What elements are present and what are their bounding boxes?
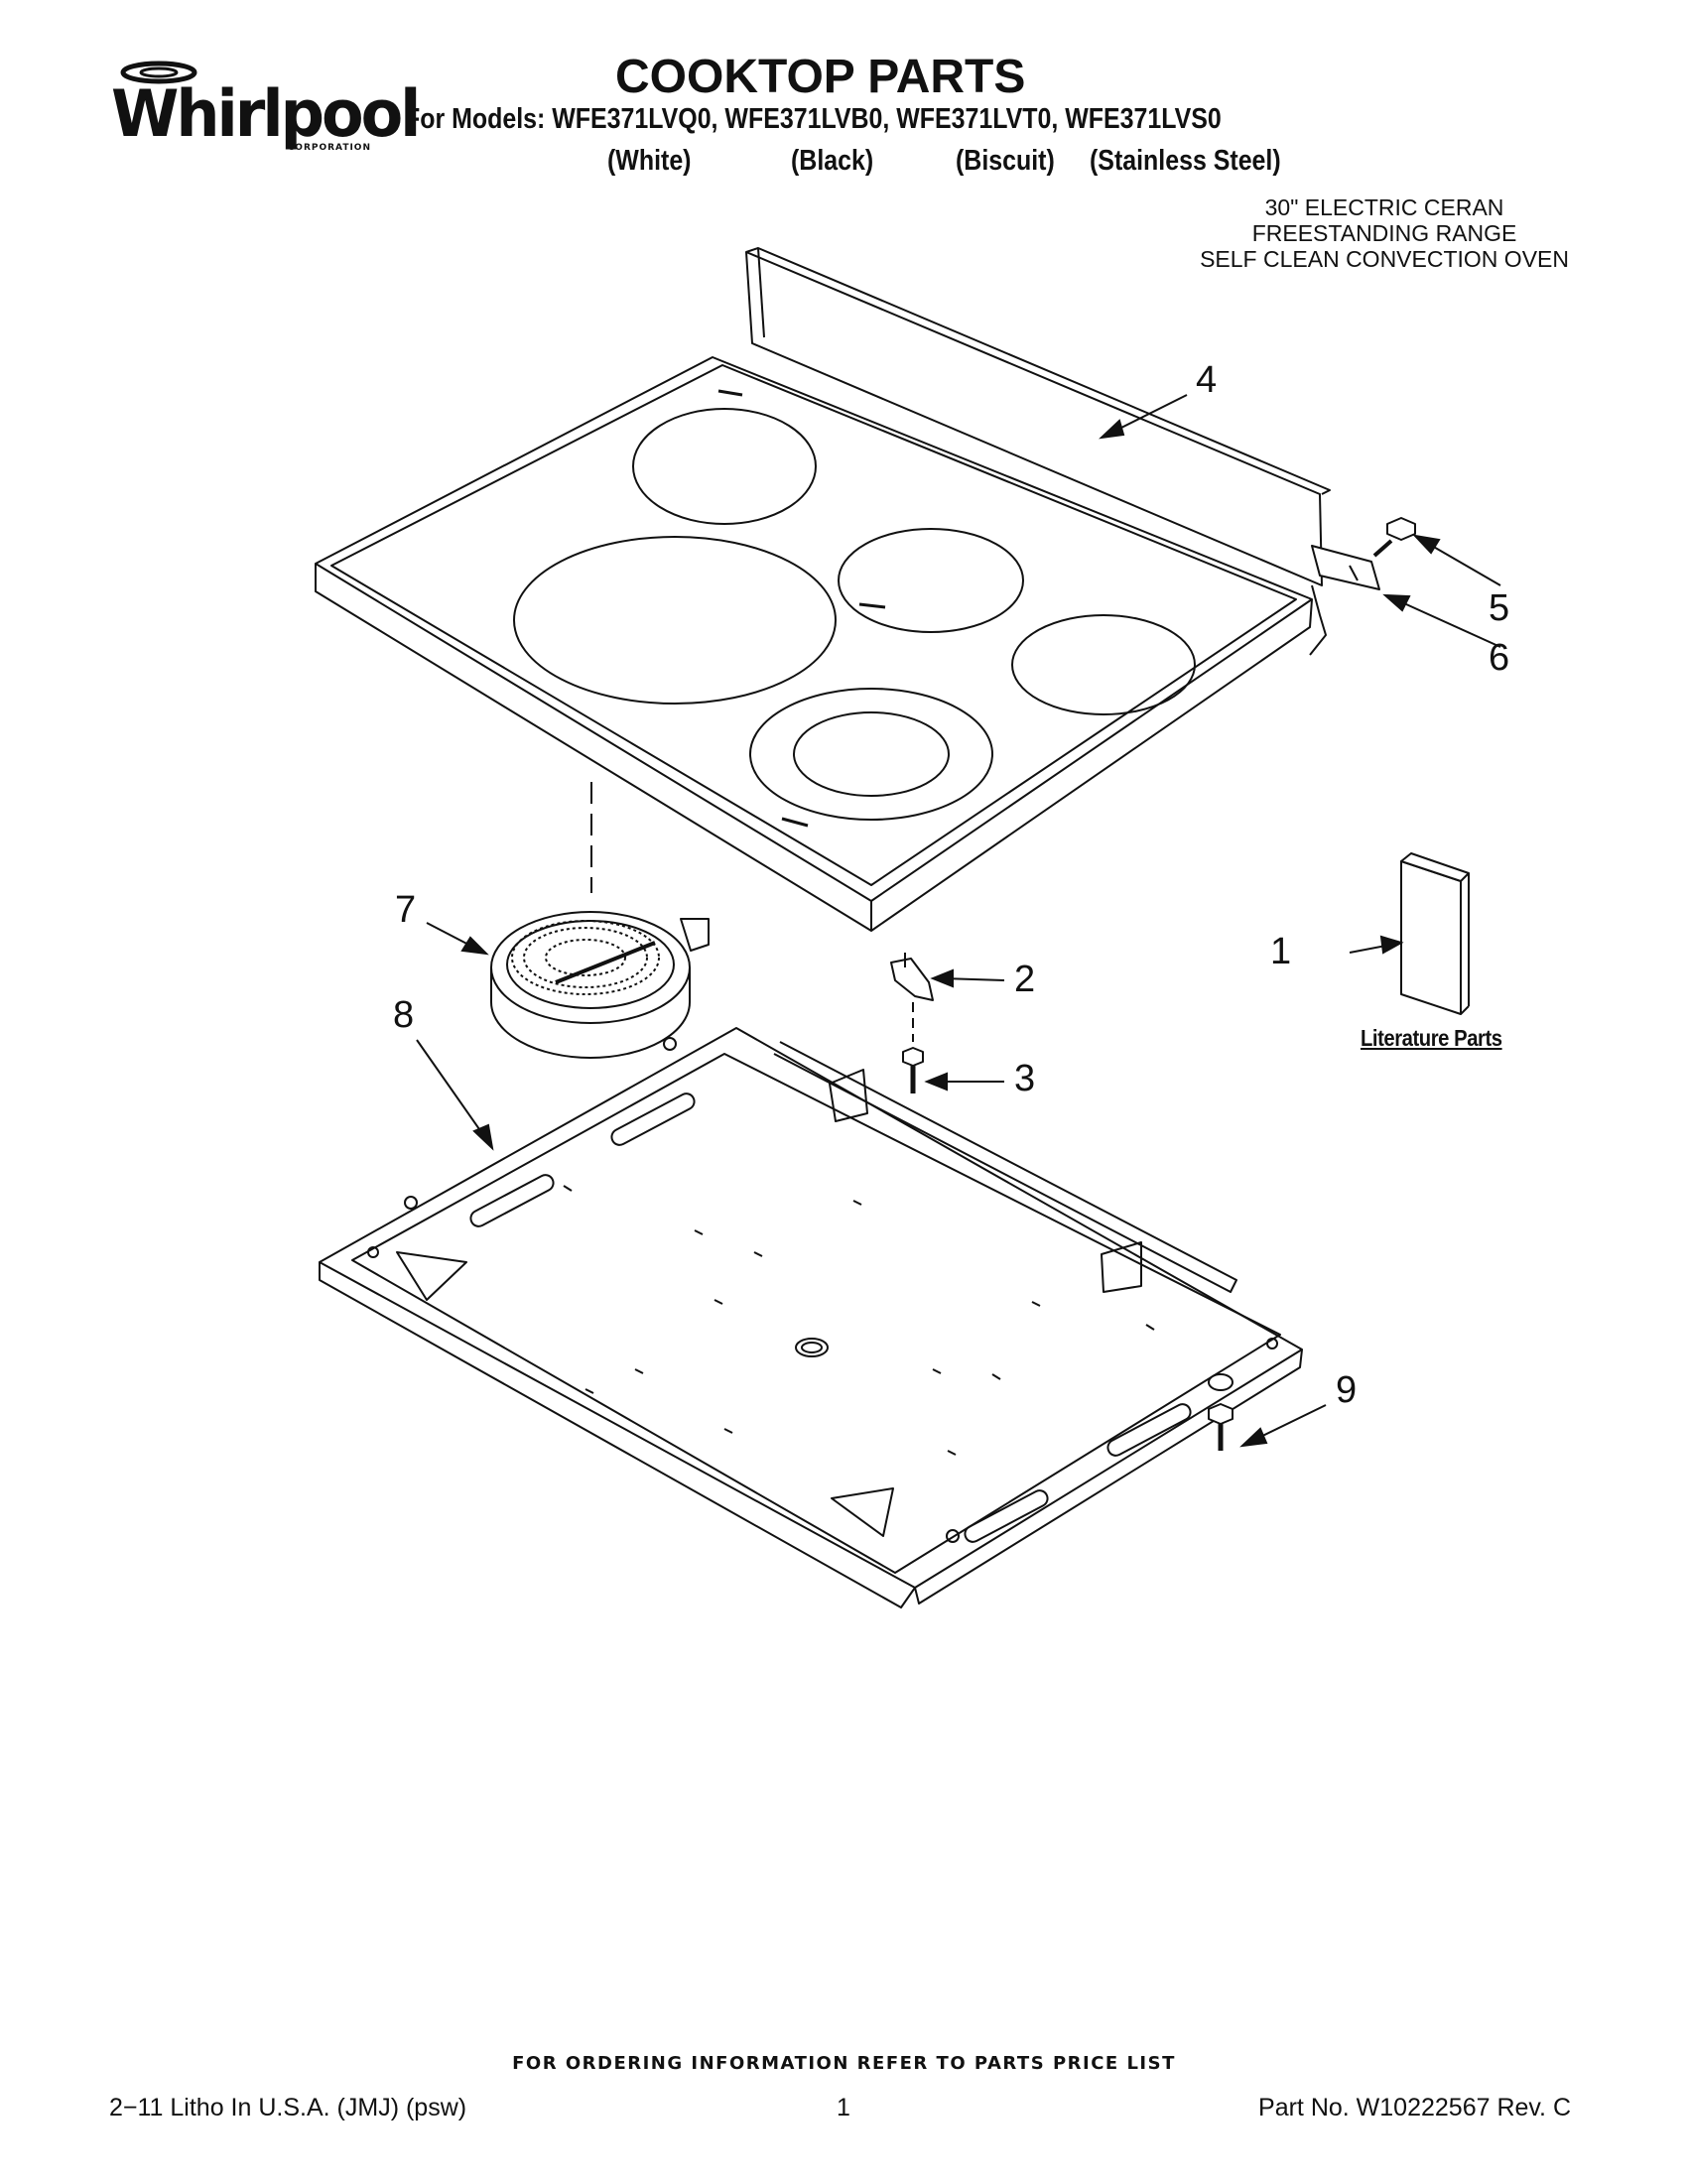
callout-2: 2 bbox=[1014, 959, 1036, 1000]
callout-4: 4 bbox=[1196, 359, 1218, 401]
model-list: For Models: WFE371LVQ0, WFE371LVB0, WFE3… bbox=[405, 103, 1222, 135]
appliance-description: 30" ELECTRIC CERAN FREESTANDING RANGE SE… bbox=[1200, 194, 1569, 272]
color-stainless: (Stainless Steel) bbox=[1090, 145, 1281, 177]
whirlpool-logo: Whirlpool CORPORATION bbox=[111, 60, 421, 159]
color-biscuit: (Biscuit) bbox=[956, 145, 1055, 177]
description-line: SELF CLEAN CONVECTION OVEN bbox=[1200, 246, 1569, 272]
callout-7: 7 bbox=[395, 889, 417, 931]
callout-1: 1 bbox=[1270, 931, 1292, 972]
ordering-note: FOR ORDERING INFORMATION REFER TO PARTS … bbox=[512, 2053, 1176, 2074]
cooktop-glass bbox=[315, 247, 1331, 932]
page-number: 1 bbox=[837, 2094, 850, 2121]
logo-wordmark: Whirlpool bbox=[111, 75, 421, 152]
bracket-and-screw bbox=[1311, 517, 1416, 590]
part-number: Part No. W10222567 Rev. C bbox=[1258, 2094, 1571, 2121]
literature-parts-label: Literature Parts bbox=[1361, 1025, 1502, 1051]
callout-arrows bbox=[416, 394, 1501, 1448]
logo-swirl-icon bbox=[120, 61, 197, 84]
callout-6: 6 bbox=[1489, 637, 1510, 679]
callout-3: 3 bbox=[1014, 1058, 1036, 1099]
literature-book bbox=[1400, 852, 1470, 1015]
description-line: FREESTANDING RANGE bbox=[1251, 220, 1517, 246]
burner-box bbox=[319, 1027, 1303, 1608]
logo-corporation: CORPORATION bbox=[287, 143, 371, 153]
page-title: COOKTOP PARTS bbox=[615, 51, 1026, 103]
color-white: (White) bbox=[607, 145, 692, 177]
callout-9: 9 bbox=[1336, 1369, 1358, 1411]
callout-8: 8 bbox=[393, 994, 415, 1036]
description-line: 30" ELECTRIC CERAN bbox=[1264, 194, 1504, 220]
mounting-clip bbox=[890, 953, 934, 1042]
litho-info: 2−11 Litho In U.S.A. (JMJ) (psw) bbox=[109, 2094, 467, 2121]
screw-part-3 bbox=[902, 1047, 924, 1093]
callout-5: 5 bbox=[1489, 587, 1510, 629]
radiant-element bbox=[490, 911, 710, 1059]
screw-part-9 bbox=[1208, 1373, 1234, 1451]
color-black: (Black) bbox=[791, 145, 874, 177]
